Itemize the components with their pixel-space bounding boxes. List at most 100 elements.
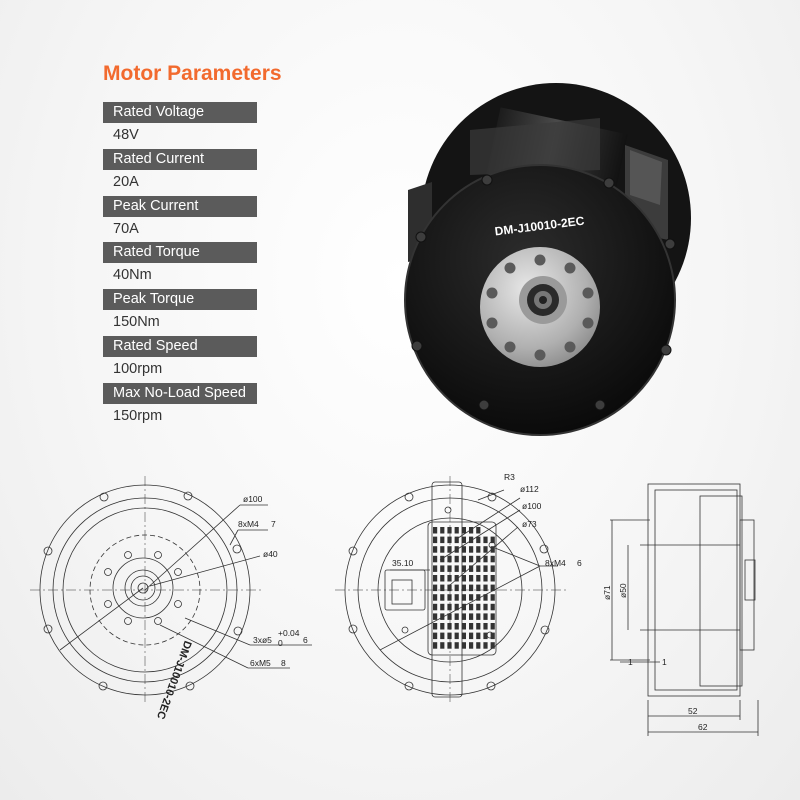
motor-body <box>404 83 691 436</box>
heatsink-cell <box>461 565 466 572</box>
parameter-value: 48V <box>113 127 139 143</box>
heatsink-cell <box>469 575 474 582</box>
heatsink-cell <box>490 642 495 649</box>
heatsink-cell <box>461 613 466 620</box>
heatsink-cell <box>461 546 466 553</box>
heatsink-cell <box>476 565 481 572</box>
side-view-drawing <box>610 483 759 736</box>
heatsink-cell <box>476 546 481 553</box>
heatsink-cell <box>454 584 459 592</box>
parameter-value: 70A <box>113 220 139 237</box>
heatsink-cell <box>461 603 466 611</box>
heatsink-cell <box>454 565 459 572</box>
heatsink-cell <box>440 594 445 601</box>
heatsink-cell <box>433 527 438 534</box>
side-diameter-50-label: ø50 <box>618 583 628 598</box>
heatsink-cell <box>440 613 445 620</box>
side-dim-52-label: 52 <box>688 706 698 716</box>
heatsink-cell <box>454 613 459 620</box>
heatsink-cell <box>440 536 445 544</box>
heatsink-cell <box>454 575 459 582</box>
heatsink-cell <box>469 536 474 544</box>
side-diameter-71-label: ø71 <box>602 585 612 600</box>
front-pin-label: 3xø5 <box>253 635 272 645</box>
back-r3-label: R3 <box>504 472 515 482</box>
back-dim-3510-label: 35.10 <box>392 558 414 568</box>
front-pin-tol-upper: +0.04 <box>278 628 300 638</box>
heatsink-cell <box>469 565 474 572</box>
heatsink-cell <box>440 575 445 582</box>
heatsink-cell <box>490 623 495 630</box>
front-view-drawing <box>30 476 312 705</box>
front-engraving-text: DM-J10010-2EC <box>154 639 194 721</box>
parameter-value: 20A <box>113 173 139 190</box>
heatsink-cell <box>454 594 459 601</box>
heatsink-cell <box>483 632 488 640</box>
heatsink-cell <box>476 527 481 534</box>
heatsink-cell <box>447 613 452 620</box>
heatsink-cell <box>461 575 466 582</box>
side-dim-1a-label: 1 <box>628 657 633 667</box>
heatsink-cell <box>447 575 452 582</box>
heatsink-cell <box>440 584 445 592</box>
side-dim-62-label: 62 <box>698 722 708 732</box>
heatsink-cell <box>461 594 466 601</box>
heatsink-cell <box>490 575 495 582</box>
heatsink-cell <box>433 575 438 582</box>
front-pin-depth-label: 6 <box>303 635 308 645</box>
heatsink-cell <box>469 623 474 630</box>
back-8xm4-label: 8xM4 <box>545 558 566 568</box>
heatsink-cell <box>433 594 438 601</box>
heatsink-cell <box>440 527 445 534</box>
parameter-label: Peak Current <box>103 195 257 217</box>
front-diameter-40-label: ø40 <box>263 549 278 559</box>
parameter-row: Peak Current 70A <box>103 195 263 243</box>
heatsink-cell <box>454 603 459 611</box>
heatsink-cell <box>469 594 474 601</box>
heatsink-cell <box>461 527 466 534</box>
front-pin-tol-lower: 0 <box>278 638 283 648</box>
heatsink-cell <box>476 632 481 640</box>
heatsink-cell <box>483 642 488 649</box>
back-diameter-73-label: ø73 <box>522 519 537 529</box>
heatsink-cell <box>447 565 452 572</box>
heatsink-cell <box>483 584 488 592</box>
heatsink-cell <box>469 555 474 563</box>
heatsink-cell <box>440 632 445 640</box>
heatsink-cell <box>469 546 474 553</box>
front-diameter-100-label: ø100 <box>243 494 263 504</box>
heatsink-cell <box>476 623 481 630</box>
heatsink-cell <box>461 555 466 563</box>
heatsink-cell <box>454 555 459 563</box>
heatsink-cell <box>447 642 452 649</box>
heatsink-cell <box>490 565 495 572</box>
heatsink-cell <box>483 575 488 582</box>
page-title: Motor Parameters <box>103 62 282 85</box>
heatsink-cell <box>461 623 466 630</box>
heatsink-cell <box>490 555 495 563</box>
heatsink-cell <box>454 536 459 544</box>
heatsink-cell <box>454 642 459 649</box>
heatsink-cell <box>490 584 495 592</box>
heatsink-cell <box>447 584 452 592</box>
heatsink-cell <box>440 623 445 630</box>
back-diameter-112-label: ø112 <box>520 484 539 494</box>
front-8xm4-label: 8xM4 <box>238 519 259 529</box>
heatsink-cell <box>476 584 481 592</box>
heatsink-cell <box>490 603 495 611</box>
heatsink-cell <box>447 546 452 553</box>
heatsink-cell <box>454 623 459 630</box>
heatsink-cell <box>483 594 488 601</box>
heatsink-cell <box>483 536 488 544</box>
parameter-value: 100rpm <box>113 360 163 377</box>
heatsink-cell <box>476 536 481 544</box>
heatsink-cell <box>447 632 452 640</box>
heatsink-cell <box>483 565 488 572</box>
motor-engraving: DM-J10010-2EC <box>494 214 585 239</box>
parameter-value: 150Nm <box>113 314 160 331</box>
